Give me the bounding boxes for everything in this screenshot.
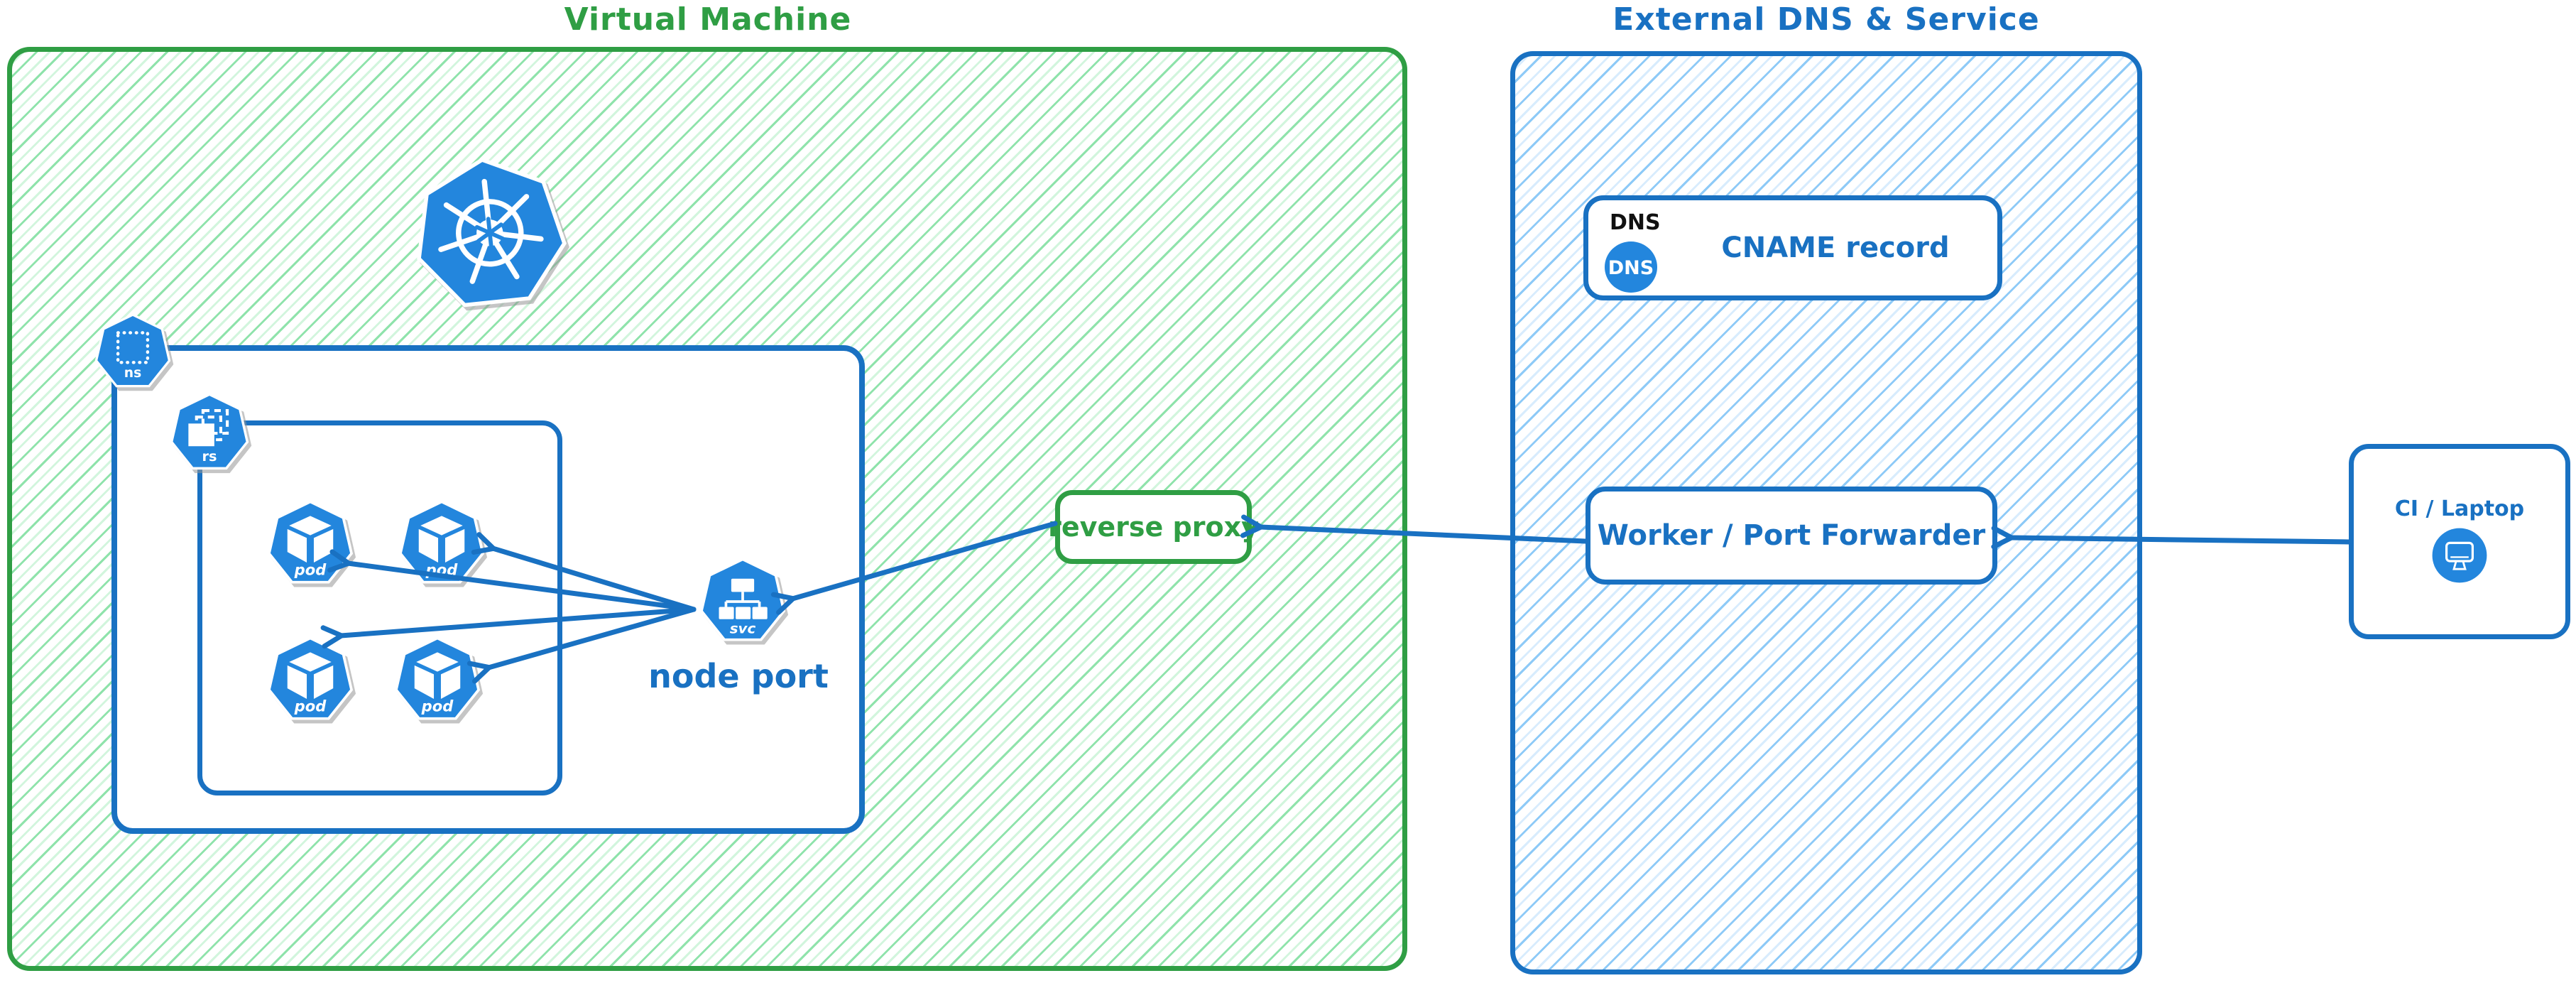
- svg-text:pod: pod: [294, 697, 327, 715]
- pod-icon: pod: [393, 636, 481, 724]
- svg-text:DNS: DNS: [1608, 257, 1654, 279]
- svg-text:svc: svc: [730, 621, 756, 637]
- worker-port-forwarder-box: Worker / Port Forwarder: [1586, 487, 1997, 585]
- kubernetes-logo-icon: [412, 156, 568, 313]
- external-dns-service-title: External DNS & Service: [1612, 1, 2040, 38]
- replicaset-box: [197, 420, 562, 795]
- ci-laptop-label: CI / Laptop: [2394, 496, 2525, 521]
- svg-text:pod: pod: [421, 697, 454, 715]
- laptop-monitor-icon: [2431, 527, 2488, 587]
- node-port-label: node port: [648, 657, 829, 695]
- namespace-icon: ns: [94, 313, 172, 391]
- dns-cname-box: DNS DNS CNAME record: [1583, 195, 2002, 300]
- pod-icon: pod: [398, 500, 486, 588]
- service-icon: svc: [699, 558, 787, 646]
- worker-port-forwarder-label: Worker / Port Forwarder: [1597, 519, 1986, 552]
- reverse-proxy-label: reverse proxy: [1048, 511, 1259, 543]
- svg-text:rs: rs: [202, 448, 217, 465]
- reverse-proxy-box: reverse proxy: [1048, 490, 1259, 564]
- pod-icon: pod: [266, 500, 354, 588]
- dns-tag-label: DNS: [1610, 210, 1661, 235]
- svg-text:pod: pod: [425, 560, 459, 578]
- pod-icon: pod: [266, 636, 354, 724]
- cname-record-label: CNAME record: [1721, 232, 1950, 264]
- replicaset-icon: rs: [169, 393, 250, 474]
- virtual-machine-title: Virtual Machine: [564, 1, 852, 38]
- ci-laptop-box: CI / Laptop: [2349, 444, 2570, 639]
- svg-text:pod: pod: [294, 560, 327, 578]
- dns-icon: DNS: [1604, 240, 1658, 294]
- svg-text:ns: ns: [124, 366, 141, 381]
